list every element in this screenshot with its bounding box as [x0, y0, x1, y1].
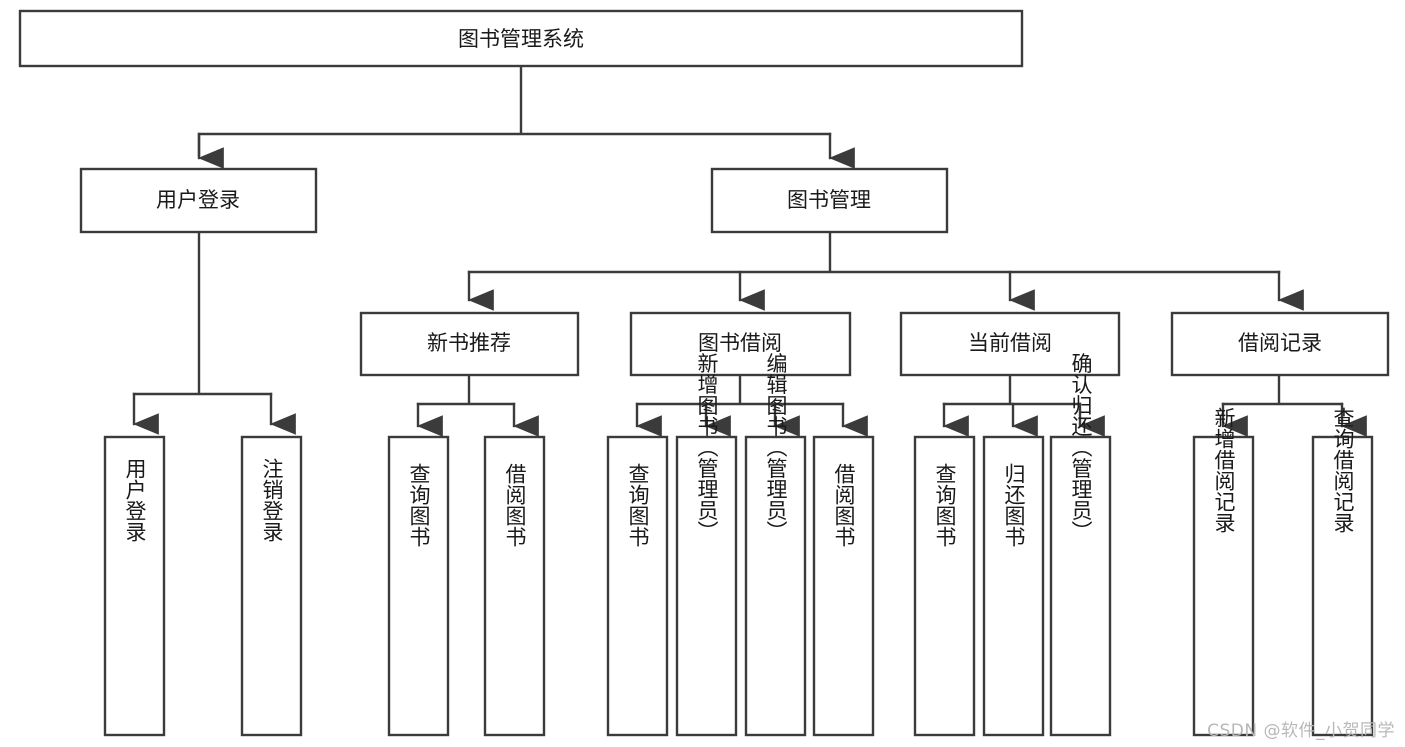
node-leaf-add-book-admin-box[interactable] — [675, 435, 738, 737]
node-leaf-query-borrow-record-label: 查询借阅记录 — [1331, 407, 1355, 533]
node-book-manage-label: 图书管理 — [787, 188, 871, 212]
node-leaf-borrow-book-2[interactable]: 借阅图书 — [812, 435, 875, 737]
node-borrow-record-label: 借阅记录 — [1238, 331, 1322, 355]
node-leaf-borrow-book-1-label: 借阅图书 — [503, 463, 527, 547]
node-leaf-edit-book-admin[interactable]: 编辑图书（管理员） — [744, 353, 807, 737]
node-leaf-query-borrow-record[interactable]: 查询借阅记录 — [1311, 407, 1374, 737]
node-leaf-return-book-label: 归还图书 — [1002, 463, 1026, 547]
node-leaf-add-borrow-record-box[interactable] — [1192, 435, 1255, 737]
node-new-book-rec[interactable]: 新书推荐 — [359, 311, 580, 377]
node-borrow-record-box[interactable] — [1170, 311, 1390, 377]
node-leaf-user-login-label: 用户登录 — [123, 458, 147, 542]
node-leaf-query-book-3-label: 查询图书 — [933, 463, 957, 547]
node-current-borrow-label: 当前借阅 — [968, 331, 1052, 355]
node-leaf-confirm-return-admin-label: 确认归还（管理员） — [1069, 353, 1093, 542]
node-root-box[interactable] — [18, 9, 1024, 68]
node-leaf-borrow-book-1[interactable]: 借阅图书 — [483, 435, 546, 737]
edge-borrowrecord-bus — [1221, 373, 1344, 406]
edge-bookborrow-bus — [635, 373, 845, 406]
edge-currentborrow-bus — [942, 373, 1082, 406]
node-leaf-user-login[interactable]: 用户登录 — [103, 435, 166, 737]
node-leaf-return-book-box[interactable] — [982, 435, 1045, 737]
node-new-book-rec-label: 新书推荐 — [427, 331, 511, 355]
node-book-borrow[interactable]: 图书借阅 — [629, 311, 852, 377]
node-leaf-query-book-2-box[interactable] — [606, 435, 669, 737]
node-leaf-add-borrow-record[interactable]: 新增借阅记录 — [1192, 407, 1255, 737]
node-leaf-logout-login-label: 注销登录 — [260, 458, 284, 542]
node-leaf-confirm-return-admin[interactable]: 确认归还（管理员） — [1049, 353, 1112, 737]
node-leaf-user-login-box[interactable] — [103, 435, 166, 737]
node-leaf-confirm-return-admin-box[interactable] — [1049, 435, 1112, 737]
node-leaf-query-book-1-label: 查询图书 — [407, 463, 431, 547]
node-leaf-query-borrow-record-box[interactable] — [1311, 435, 1374, 737]
node-root[interactable]: 图书管理系统 — [18, 9, 1024, 68]
edge-userlogin-bus — [132, 230, 273, 396]
node-current-borrow-box[interactable] — [899, 311, 1121, 377]
node-borrow-record[interactable]: 借阅记录 — [1170, 311, 1390, 377]
node-book-borrow-label: 图书借阅 — [698, 331, 782, 355]
node-leaf-query-book-2-label: 查询图书 — [626, 463, 650, 547]
node-new-book-rec-box[interactable] — [359, 311, 580, 377]
node-leaf-query-book-2[interactable]: 查询图书 — [606, 435, 669, 737]
node-leaf-add-book-admin-label: 新增图书（管理员） — [695, 353, 719, 542]
edge-bookmanage-bus — [467, 230, 1281, 274]
node-leaf-logout-login[interactable]: 注销登录 — [240, 435, 303, 737]
node-leaf-query-book-3-box[interactable] — [913, 435, 976, 737]
node-leaf-edit-book-admin-box[interactable] — [744, 435, 807, 737]
node-leaf-logout-login-box[interactable] — [240, 435, 303, 737]
node-leaf-query-book-1[interactable]: 查询图书 — [387, 435, 450, 737]
node-user-login-box[interactable] — [79, 167, 318, 234]
node-leaf-edit-book-admin-label: 编辑图书（管理员） — [764, 353, 788, 542]
node-current-borrow[interactable]: 当前借阅 — [899, 311, 1121, 377]
node-leaf-return-book[interactable]: 归还图书 — [982, 435, 1045, 737]
node-user-login[interactable]: 用户登录 — [79, 167, 318, 234]
node-leaf-add-book-admin[interactable]: 新增图书（管理员） — [675, 353, 738, 737]
node-leaf-borrow-book-1-box[interactable] — [483, 435, 546, 737]
node-leaf-query-book-3[interactable]: 查询图书 — [913, 435, 976, 737]
node-leaf-query-book-1-box[interactable] — [387, 435, 450, 737]
node-leaf-borrow-book-2-label: 借阅图书 — [832, 463, 856, 547]
node-user-login-label: 用户登录 — [156, 188, 240, 212]
connector-layer — [132, 64, 1367, 437]
edge-root-bus — [197, 64, 832, 157]
node-leaf-borrow-book-2-box[interactable] — [812, 435, 875, 737]
node-book-borrow-box[interactable] — [629, 311, 852, 377]
edge-newbook-bus — [416, 373, 516, 406]
node-leaf-add-borrow-record-label: 新增借阅记录 — [1212, 407, 1236, 533]
node-root-label: 图书管理系统 — [458, 27, 584, 51]
node-book-manage[interactable]: 图书管理 — [710, 167, 949, 234]
node-book-manage-box[interactable] — [710, 167, 949, 234]
